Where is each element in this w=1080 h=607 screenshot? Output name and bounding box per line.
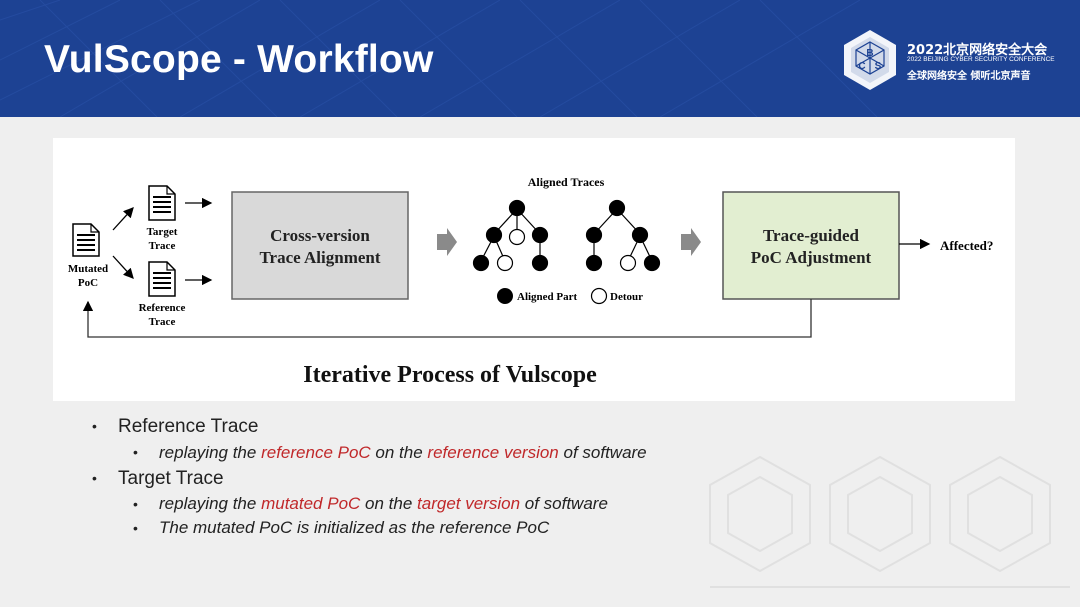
slide-title: VulScope - Workflow: [44, 38, 434, 81]
bullet-reference-trace: Reference Trace: [118, 416, 259, 437]
cross-version-alignment-box: [231, 191, 409, 300]
sub-bullet-dot: •: [133, 444, 138, 460]
sub-bullet-text: on the: [360, 494, 418, 513]
slide-header: VulScope - Workflow B C S 2022北京网络安全大会 2…: [0, 0, 1080, 117]
conference-logo: B C S: [844, 30, 896, 90]
sub-bullet-text: of software: [520, 494, 608, 513]
conference-name-en: 2022 BEIJING CYBER SECURITY CONFERENCE: [907, 56, 1055, 63]
conference-slogan: 全球网络安全 倾听北京声音: [907, 71, 1031, 82]
logo-letter-b: B: [866, 48, 873, 59]
target-trace-label-line2: Trace: [149, 240, 176, 252]
sub-bullet-text: The mutated PoC is initialized as the re…: [159, 518, 550, 537]
logo-letter-c: C: [858, 61, 865, 72]
mutated-poc-document-icon: [72, 223, 100, 257]
aligned-trace-tree-1: [472, 199, 549, 272]
block-arrow-1: [437, 228, 457, 256]
aligned-trace-tree-2: [585, 199, 661, 272]
bullet-target-trace: Target Trace: [118, 468, 224, 489]
arrow-to-reference-trace: [112, 255, 134, 279]
sub-bullet-text: on the: [370, 443, 428, 462]
target-trace-document-icon: [148, 185, 176, 221]
sub-bullet-text: of software: [558, 443, 647, 462]
legend-detour-marker: [590, 287, 608, 305]
legend-aligned-label: Aligned Part: [517, 291, 578, 303]
highlighted-term: mutated PoC: [261, 494, 361, 513]
cross-version-label-line1: Cross-version: [270, 226, 370, 245]
reference-trace-label-line2: Trace: [149, 316, 176, 328]
reference-trace-document-icon: [148, 261, 176, 297]
aligned-traces-title: Aligned Traces: [528, 175, 605, 189]
sub-bullet-dot: •: [133, 496, 138, 512]
trace-guided-label-line1: Trace-guided: [763, 226, 860, 245]
sub-bullet-initialized-line: The mutated PoC is initialized as the re…: [159, 518, 549, 538]
arrow-to-target-trace: [112, 207, 134, 231]
header-pattern: [0, 0, 878, 117]
feedback-loop-arrow: [82, 299, 812, 338]
target-trace-label-line1: Target: [147, 226, 178, 238]
mutated-poc-label-line1: Mutated: [68, 263, 108, 275]
workflow-diagram: Mutated PoC Target Trace Reference Trace…: [68, 175, 994, 388]
trace-guided-label-line2: PoC Adjustment: [751, 248, 872, 267]
highlighted-term: target version: [417, 494, 521, 513]
sub-bullet-target-line: replaying the mutated PoC on the target …: [159, 494, 608, 514]
highlighted-term: reference version: [427, 443, 559, 462]
highlighted-term: reference PoC: [261, 443, 371, 462]
bullet-dot: •: [92, 470, 97, 486]
bullet-dot: •: [92, 418, 97, 434]
background-hex-pattern: [709, 455, 1070, 588]
legend-detour-label: Detour: [610, 291, 643, 303]
sub-bullet-dot: •: [133, 520, 138, 536]
legend-aligned-marker: [497, 288, 513, 304]
sub-bullet-reference-line: replaying the reference PoC on the refer…: [159, 443, 647, 463]
mutated-poc-label-line2: PoC: [78, 277, 98, 289]
logo-letter-s: S: [875, 61, 882, 72]
conference-name-cn: 2022北京网络安全大会: [907, 43, 1048, 58]
sub-bullet-text: replaying the: [159, 494, 262, 513]
block-arrow-2: [681, 228, 701, 256]
reference-trace-label-line1: Reference: [139, 302, 186, 314]
workflow-diagram-panel: Mutated PoC Target Trace Reference Trace…: [53, 138, 1015, 401]
diagram-caption: Iterative Process of Vulscope: [303, 362, 597, 388]
cross-version-label-line2: Trace Alignment: [259, 248, 380, 267]
trace-guided-adjustment-box: [722, 191, 900, 300]
affected-label: Affected?: [940, 238, 993, 253]
sub-bullet-text: replaying the: [159, 443, 262, 462]
